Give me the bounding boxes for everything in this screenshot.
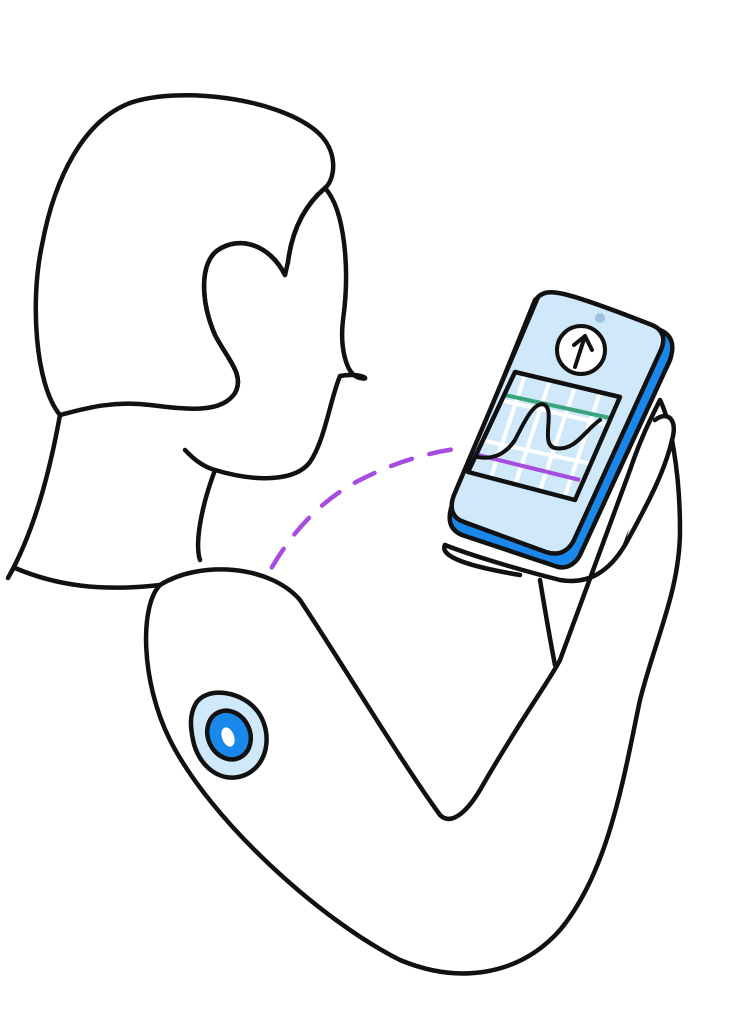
- face-back: [182, 185, 368, 481]
- palm-lower: [442, 542, 523, 578]
- phone-speaker: [595, 313, 605, 323]
- chart-glucose-curve: [468, 402, 602, 460]
- chart-lower-threshold: [477, 453, 581, 482]
- wrist-inner: [537, 577, 558, 668]
- person-head: [33, 93, 368, 481]
- hand: [442, 413, 676, 668]
- arrow-up-circle-icon[interactable]: [555, 324, 607, 376]
- upper-arm: [143, 397, 683, 976]
- person-shoulders: [5, 412, 218, 590]
- sensor-center: [221, 727, 235, 747]
- person-arm: [143, 397, 683, 976]
- shoulder-line: [12, 565, 163, 590]
- neck-right: [195, 467, 218, 563]
- ear: [201, 240, 288, 396]
- chart-upper-threshold: [504, 393, 611, 420]
- thumb-palm: [442, 477, 653, 584]
- glucose-sensor-icon: [188, 690, 269, 780]
- neck-left: [5, 412, 63, 581]
- fingers: [622, 413, 676, 548]
